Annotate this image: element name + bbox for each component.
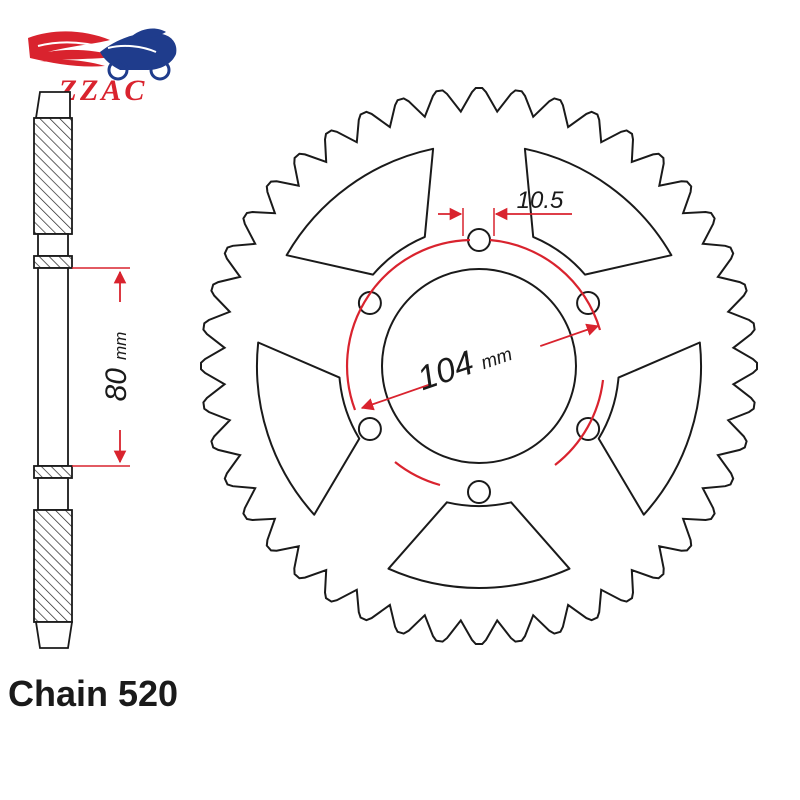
lightening-cutout <box>523 147 673 276</box>
bolt-hole <box>357 417 382 441</box>
profile-top-tip <box>34 91 71 119</box>
profile-web-upper <box>37 233 69 257</box>
profile-hatch-upper <box>33 117 73 235</box>
lightening-cutout <box>285 147 435 276</box>
lightening-cutout <box>387 501 571 589</box>
brand-logo: ZZAC <box>28 28 177 107</box>
bore-dimension-value: 80 <box>100 368 133 402</box>
lightening-cutouts <box>255 147 703 589</box>
hole-dimension: 10.5 <box>438 187 572 236</box>
profile-web-lower <box>37 477 69 511</box>
profile-bottom-tip <box>34 621 74 649</box>
side-profile-view: 80 mm <box>33 91 133 649</box>
profile-bore <box>37 267 69 467</box>
hole-dimension-value: 10.5 <box>517 187 564 214</box>
profile-hatch-lower <box>33 509 73 623</box>
lightening-cutout <box>597 341 703 516</box>
pcd-dimension: 104 mm <box>345 238 605 487</box>
chain-size-caption: Chain 520 <box>8 673 178 714</box>
bolt-hole <box>576 417 601 441</box>
profile-hub-lower <box>33 465 73 479</box>
motorcycle-rider-icon <box>28 28 177 81</box>
bolt-hole <box>467 228 491 252</box>
bolt-hole <box>467 480 491 504</box>
bore-dimension: 80 mm <box>72 267 133 467</box>
bore-dimension-unit: mm <box>111 332 130 360</box>
front-view: 104 mm 10.5 <box>200 87 758 645</box>
brand-name: ZZAC <box>58 74 148 107</box>
profile-hub-upper <box>33 255 73 269</box>
lightening-cutout <box>255 341 361 516</box>
